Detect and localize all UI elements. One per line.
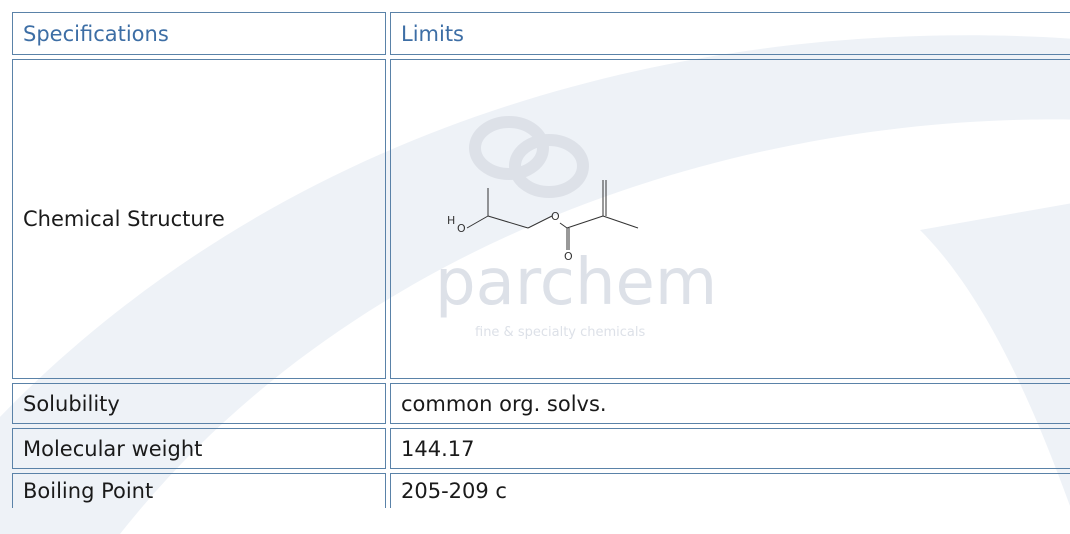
header-limits: Limits (390, 12, 1070, 55)
molecule-bonds (466, 180, 639, 250)
atom-label-o-ester: O (551, 210, 560, 223)
row-value-boiling-point: 205-209 c (390, 473, 1070, 508)
watermark-brand: parchem (435, 246, 717, 320)
row-value-molecular-weight: 144.17 (390, 428, 1070, 469)
row-label-molecular-weight: Molecular weight (12, 428, 386, 469)
chemical-structure-cell: parchem fine & specialty chemicals (390, 59, 1070, 379)
table-row: Boiling Point 205-209 c (12, 473, 1070, 508)
row-label-chemical-structure: Chemical Structure (12, 59, 386, 379)
row-label-solubility: Solubility (12, 383, 386, 424)
chemical-structure-image: parchem fine & specialty chemicals (435, 116, 717, 340)
atom-label-h: H (447, 214, 455, 227)
table-header-row: Specifications Limits (12, 12, 1070, 55)
table-row: Molecular weight 144.17 (12, 428, 1070, 469)
watermark-tagline: fine & specialty chemicals (475, 325, 645, 340)
row-label-boiling-point: Boiling Point (12, 473, 386, 508)
atom-label-o-hydroxyl: O (457, 222, 466, 235)
row-value-solubility: common org. solvs. (390, 383, 1070, 424)
table-row: Chemical Structure parchem fine & specia… (12, 59, 1070, 379)
parchem-watermark: parchem fine & specialty chemicals (435, 116, 717, 340)
table-row: Solubility common org. solvs. (12, 383, 1070, 424)
molecule-atom-labels: H O O O (447, 210, 573, 263)
header-specifications: Specifications (12, 12, 386, 55)
specifications-table: Specifications Limits Chemical Structure… (8, 8, 1070, 512)
atom-label-o-carbonyl: O (564, 250, 573, 263)
